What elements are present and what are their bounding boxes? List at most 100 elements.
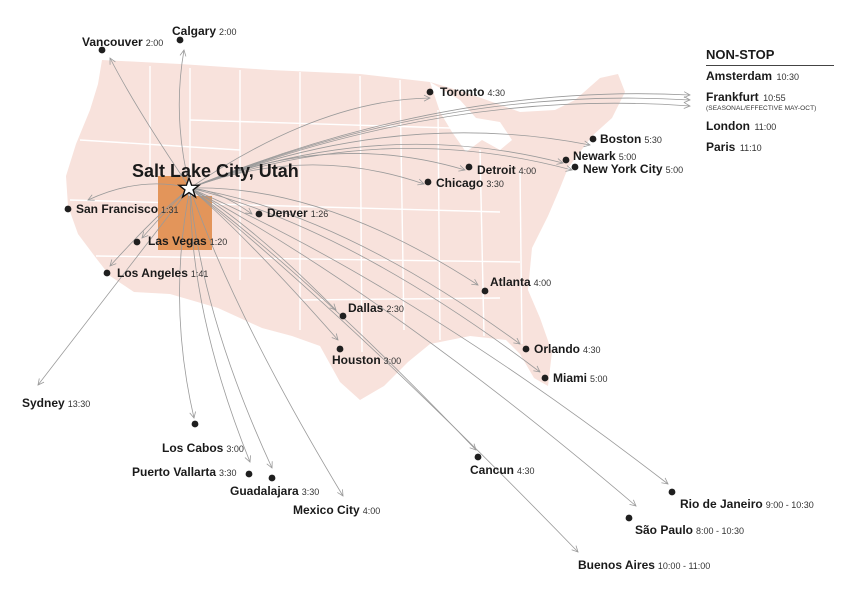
city-flight-time: 3:00 xyxy=(226,444,244,454)
state-line xyxy=(189,119,451,129)
route-line xyxy=(178,49,191,189)
arrowhead-icon xyxy=(571,545,579,553)
route-line xyxy=(189,187,637,507)
city-name: Dallas xyxy=(348,301,384,315)
route-line xyxy=(189,187,579,553)
arrowhead-icon xyxy=(683,91,691,99)
arrowhead-icon xyxy=(331,333,339,341)
city-dot-icon xyxy=(522,345,530,353)
route-line xyxy=(189,187,251,463)
city-dot-icon xyxy=(481,287,489,295)
us-landmass xyxy=(66,60,625,400)
hub-marker: Salt Lake City, Utah xyxy=(132,161,299,199)
nonstop-name: Amsterdam xyxy=(706,69,773,83)
city-name: San Francisco xyxy=(76,202,158,216)
route-line xyxy=(179,187,195,419)
city-name: New York City xyxy=(583,162,663,176)
arrowhead-icon xyxy=(471,279,479,286)
city-name: Mexico City xyxy=(293,503,360,517)
arrowhead-icon xyxy=(109,259,117,267)
nonstop-time: 10:55 xyxy=(763,93,786,103)
arrowhead-icon xyxy=(244,455,251,463)
city-flight-time: 3:00 xyxy=(384,356,402,366)
arrowhead-icon xyxy=(513,337,521,345)
city-dot-icon xyxy=(589,135,597,143)
city-flight-time: 1:26 xyxy=(311,209,329,219)
arrowhead-icon xyxy=(565,165,573,172)
arrowhead-icon xyxy=(533,365,541,373)
city-flight-time: 13:30 xyxy=(68,399,91,409)
route-line xyxy=(189,187,477,451)
city-flight-time: 1:20 xyxy=(210,237,228,247)
arrowhead-icon xyxy=(189,411,196,419)
city-dot-icon xyxy=(133,238,141,246)
arrowhead-icon xyxy=(423,94,431,102)
city-flight-time: 8:00 - 10:30 xyxy=(696,526,744,536)
city-name: Sydney xyxy=(22,396,65,410)
city-name: Miami xyxy=(553,371,587,385)
route-lines xyxy=(37,49,691,553)
city-name: Denver xyxy=(267,206,308,220)
route-line xyxy=(189,187,337,311)
city-name: Cancun xyxy=(470,463,514,477)
city-dot-icon xyxy=(541,374,549,382)
route-line xyxy=(189,132,591,189)
route-line xyxy=(189,187,541,373)
city-dot-icon xyxy=(339,312,347,320)
arrowhead-icon xyxy=(337,489,344,497)
arrowhead-icon xyxy=(417,178,425,186)
city-dot-icon xyxy=(465,163,473,171)
nonstop-route-line xyxy=(189,97,691,189)
nonstop-item: Amsterdam 10:30 xyxy=(706,69,834,84)
city-name: Guadalajara xyxy=(230,484,299,498)
city-name: Los Angeles xyxy=(117,266,188,280)
city-flight-time: 5:00 xyxy=(666,165,684,175)
city-flight-time: 1:31 xyxy=(161,205,179,215)
city-dot-icon xyxy=(103,269,111,277)
arrowhead-icon xyxy=(329,303,337,311)
city-flight-time: 4:30 xyxy=(487,88,505,98)
city-flight-time: 4:00 xyxy=(363,506,381,516)
city-dot-icon xyxy=(245,470,253,478)
arrowhead-icon xyxy=(683,102,691,109)
city-name: Puerto Vallarta xyxy=(132,465,216,479)
route-line xyxy=(189,187,339,341)
nonstop-time: 10:30 xyxy=(776,72,800,82)
arrowhead-icon xyxy=(583,140,591,148)
nonstop-item: London 11:00 xyxy=(706,119,834,134)
city-flight-time: 2:00 xyxy=(146,38,164,48)
city-dot-icon xyxy=(64,205,72,213)
city-name: Buenos Aires xyxy=(578,558,655,572)
city-flight-time: 2:00 xyxy=(219,27,237,37)
state-line xyxy=(479,149,485,337)
arrowhead-icon xyxy=(469,443,477,451)
nonstop-time: 11:00 xyxy=(754,122,777,132)
city-flight-time: 4:00 xyxy=(519,166,537,176)
city-name: Houston xyxy=(332,353,381,367)
city-flight-time: 3:30 xyxy=(486,179,504,189)
city-name: Toronto xyxy=(440,85,484,99)
nonstop-name: Paris xyxy=(706,140,736,154)
city-dot-icon xyxy=(268,474,276,482)
nonstop-panel: NON-STOP Amsterdam 10:30 Frankfurt 10:55… xyxy=(706,47,834,161)
city-flight-time: 4:30 xyxy=(517,466,535,476)
